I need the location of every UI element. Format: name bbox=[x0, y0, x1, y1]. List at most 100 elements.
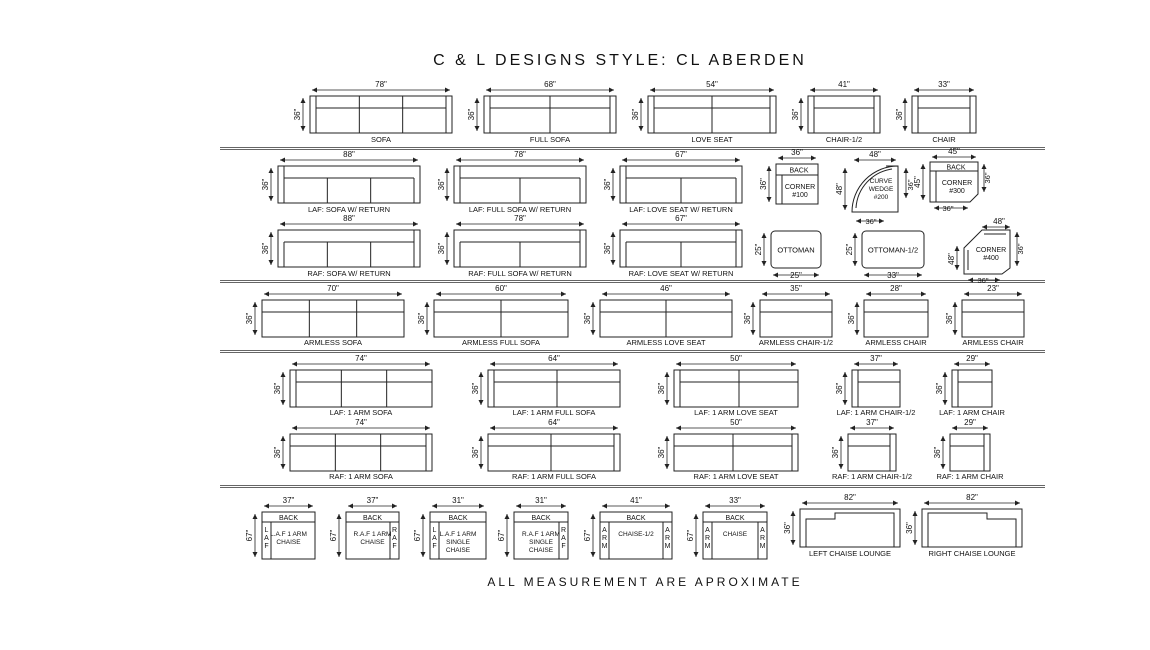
piece-label: CHAISE bbox=[360, 539, 385, 546]
arrow-head bbox=[292, 361, 297, 367]
piece-label: CHAIR bbox=[932, 135, 956, 144]
piece-label: CURVE bbox=[870, 178, 893, 185]
outline-rect bbox=[807, 95, 881, 134]
piece-label: OTTOMAN-1/2 bbox=[868, 246, 918, 255]
arrow-head bbox=[478, 400, 484, 405]
arrow-head bbox=[456, 157, 461, 163]
arrow-head bbox=[866, 291, 871, 297]
arrow-head bbox=[798, 126, 804, 131]
depth-dimension: 36" bbox=[935, 382, 944, 394]
outline-rect bbox=[770, 230, 822, 269]
piece-raf-1arm-full-sofa: 64"36"RAF: 1 ARM FULL SOFA bbox=[471, 418, 621, 481]
row-separator bbox=[220, 280, 1045, 283]
depth-dimension: 36" bbox=[983, 172, 992, 183]
arrow-head bbox=[903, 168, 909, 173]
piece-raf-1arm-sofa: 74"36"RAF: 1 ARM SOFA bbox=[273, 418, 433, 481]
arm-side-label: R bbox=[705, 535, 710, 542]
arm-side-label: A bbox=[561, 535, 566, 542]
depth-dimension: 36" bbox=[847, 312, 856, 324]
piece-label: CORNER bbox=[785, 184, 815, 191]
width-dimension: 36" bbox=[942, 204, 953, 213]
outline-path bbox=[929, 161, 979, 203]
outline-rect bbox=[702, 511, 768, 560]
arrow-head bbox=[995, 277, 1000, 283]
arrow-head bbox=[292, 425, 297, 431]
width-dimension: 36" bbox=[791, 148, 803, 157]
outline-rect bbox=[673, 369, 799, 408]
arm-side-label: L bbox=[433, 527, 437, 534]
arrow-head bbox=[479, 503, 484, 509]
arrow-head bbox=[852, 261, 858, 266]
arrow-head bbox=[838, 464, 844, 469]
arrow-head bbox=[280, 400, 286, 405]
width-dimension: 29" bbox=[964, 418, 976, 427]
arm-side-label: M bbox=[705, 543, 711, 550]
arrow-head bbox=[893, 361, 898, 367]
arm-side-label: A bbox=[264, 535, 269, 542]
outline-rect bbox=[847, 433, 897, 472]
arrow-head bbox=[912, 540, 918, 545]
depth-dimension: 67" bbox=[583, 529, 592, 541]
arrow-head bbox=[790, 511, 796, 516]
arrow-head bbox=[474, 126, 480, 131]
arrow-head bbox=[590, 514, 596, 519]
arrow-head bbox=[693, 514, 699, 519]
outline-rect bbox=[799, 508, 901, 548]
outline-rect bbox=[951, 369, 993, 408]
arrow-head bbox=[964, 291, 969, 297]
outline-rect bbox=[487, 433, 621, 472]
arrow-head bbox=[952, 425, 957, 431]
depth-dimension: 36" bbox=[657, 446, 666, 458]
outline-rect bbox=[759, 299, 833, 338]
width-dimension: 31" bbox=[452, 496, 464, 505]
piece-label: CHAIR-1/2 bbox=[826, 135, 862, 144]
outline-path bbox=[805, 512, 895, 547]
outline-rect bbox=[345, 511, 400, 560]
arrow-head bbox=[1017, 291, 1022, 297]
back-label: BACK bbox=[725, 515, 744, 522]
arrow-head bbox=[252, 552, 258, 557]
piece-label: WEDGE bbox=[869, 186, 894, 193]
piece-label: LEFT CHAISE LOUNGE bbox=[809, 549, 891, 558]
arrow-head bbox=[791, 425, 796, 431]
arrow-head bbox=[579, 157, 584, 163]
piece-label: CHAISE bbox=[276, 539, 301, 546]
width-dimension: 68" bbox=[544, 80, 556, 89]
arrow-head bbox=[650, 87, 655, 93]
width-dimension: 78" bbox=[514, 214, 526, 223]
piece-chair-half: 41"36"CHAIR-1/2 bbox=[791, 80, 881, 144]
piece-laf-1arm-love-seat: 50"36"LAF: 1 ARM LOVE SEAT bbox=[657, 354, 799, 417]
piece-label: #200 bbox=[874, 194, 889, 201]
arm-side-label: R bbox=[760, 535, 765, 542]
arrow-head bbox=[952, 330, 958, 335]
piece-label: #100 bbox=[792, 192, 808, 199]
width-dimension: 28" bbox=[890, 284, 902, 293]
arm-side-label: A bbox=[392, 535, 397, 542]
arrow-head bbox=[864, 272, 869, 278]
outline-rect bbox=[961, 299, 1025, 338]
arrow-head bbox=[802, 500, 807, 506]
arrow-head bbox=[676, 361, 681, 367]
arrow-head bbox=[300, 98, 306, 103]
arrow-head bbox=[912, 511, 918, 516]
depth-dimension: 36" bbox=[905, 522, 914, 534]
arrow-head bbox=[444, 260, 450, 265]
arrow-head bbox=[312, 87, 317, 93]
arrow-head bbox=[420, 514, 426, 519]
arm-side-label: M bbox=[760, 543, 766, 550]
piece-label: ARMLESS SOFA bbox=[304, 338, 362, 347]
depth-dimension: 67" bbox=[413, 529, 422, 541]
arrow-head bbox=[963, 205, 968, 211]
piece-label: SINGLE bbox=[529, 539, 554, 546]
arrow-head bbox=[778, 155, 783, 161]
piece-armless-sofa: 70"36"ARMLESS SOFA bbox=[245, 284, 405, 347]
piece-label: FULL SOFA bbox=[530, 135, 570, 144]
arm-side-label: M bbox=[602, 543, 608, 550]
arrow-head bbox=[954, 361, 959, 367]
arrow-head bbox=[902, 126, 908, 131]
piece-laf-full-sofa-return: 78"36"LAF: FULL SOFA W/ RETURN bbox=[437, 150, 587, 214]
piece-label: R.A.F 1 ARM bbox=[522, 531, 560, 538]
back-label: BACK bbox=[946, 165, 965, 172]
